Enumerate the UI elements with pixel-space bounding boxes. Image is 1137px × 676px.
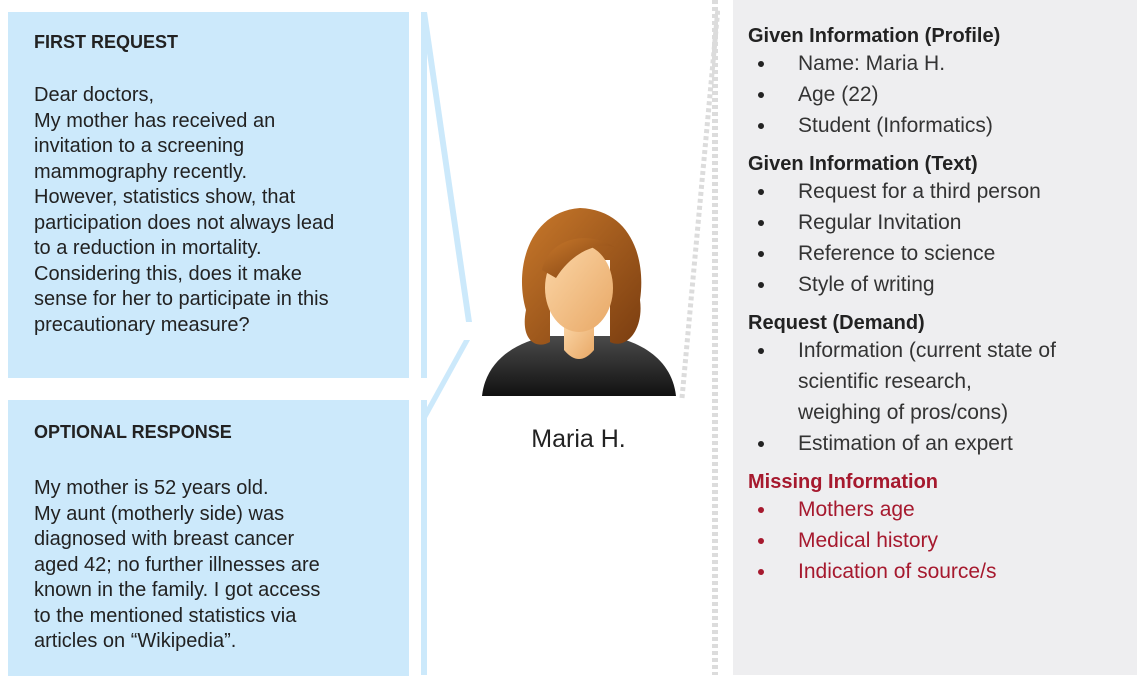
list-item: Estimation of an expert xyxy=(748,428,1137,459)
list-item: Mothers age xyxy=(748,494,1137,525)
list-item: Information (current state of scientific … xyxy=(748,335,1137,428)
bullet-icon xyxy=(758,348,764,354)
list-item: Reference to science xyxy=(748,238,1137,269)
list-item-label: Medical history xyxy=(798,529,939,552)
list-item: Regular Invitation xyxy=(748,207,1137,238)
list-item-label: Indication of source/s xyxy=(798,560,997,583)
first-request-line: My mother has received an xyxy=(34,109,276,132)
optional-response-line: articles on “Wikipedia”. xyxy=(34,630,237,652)
list-item: Age (22) xyxy=(748,79,1137,110)
optional-response-line: My aunt (motherly side) was xyxy=(34,502,285,525)
text-section-title: Given Information (Text) xyxy=(748,153,978,175)
list-item-label: Age (22) xyxy=(798,83,879,106)
first-request-title: FIRST REQUEST xyxy=(34,32,179,52)
text-list: Request for a third person Regular Invit… xyxy=(748,176,1137,300)
missing-section-title: Missing Information xyxy=(748,471,938,493)
bullet-icon xyxy=(758,569,764,575)
demand-section-title: Request (Demand) xyxy=(748,312,925,334)
list-item-label: Mothers age xyxy=(798,498,915,521)
bullet-icon xyxy=(758,61,764,67)
optional-response-line: to the mentioned statistics via xyxy=(34,604,297,627)
list-item-label: Reference to science xyxy=(798,242,996,265)
dotted-divider xyxy=(712,0,718,675)
list-item-label: Student (Informatics) xyxy=(798,114,993,137)
first-request-line: sense for her to participate in this xyxy=(34,288,329,310)
list-item-label: Information (current state of xyxy=(798,339,1056,362)
first-request-line: Considering this, does it make xyxy=(34,262,302,285)
persona-name: Maria H. xyxy=(531,425,626,453)
first-request-text: Dear doctors, My mother has received an … xyxy=(34,83,387,338)
avatar-icon xyxy=(482,208,676,396)
first-request-line: Dear doctors, xyxy=(34,84,155,106)
missing-list: Mothers age Medical history Indication o… xyxy=(748,494,1137,587)
optional-response-title: OPTIONAL RESPONSE xyxy=(34,422,232,442)
bullet-icon xyxy=(758,538,764,544)
dotted-connector xyxy=(679,7,720,399)
list-item: Student (Informatics) xyxy=(748,110,1137,141)
dotted-diagonal xyxy=(679,7,720,399)
bullet-icon xyxy=(758,123,764,129)
first-request-line: However, statistics show, that xyxy=(34,186,296,208)
bullet-icon xyxy=(758,441,764,447)
list-item-label: Style of writing xyxy=(798,273,935,296)
list-item-label: scientific research, xyxy=(798,370,972,393)
first-request-line: invitation to a screening xyxy=(34,135,245,157)
info-panel: Given Information (Profile) Name: Maria … xyxy=(733,0,1137,675)
optional-response-text: My mother is 52 years old. My aunt (moth… xyxy=(34,476,387,655)
list-item: Style of writing xyxy=(748,269,1137,300)
list-item-label: Request for a third person xyxy=(798,180,1041,203)
list-item: Indication of source/s xyxy=(748,556,1137,587)
profile-section-title: Given Information (Profile) xyxy=(748,25,1001,47)
list-item: Medical history xyxy=(748,525,1137,556)
first-request-box: FIRST REQUEST Dear doctors, My mother ha… xyxy=(8,12,409,378)
optional-connector xyxy=(421,340,470,418)
list-item-label: weighing of pros/cons) xyxy=(798,401,1009,424)
optional-response-line: My mother is 52 years old. xyxy=(34,477,269,499)
bullet-icon xyxy=(758,507,764,513)
first-request-line: precautionary measure? xyxy=(34,313,250,336)
connector-lines xyxy=(421,12,472,675)
list-item: Request for a third person xyxy=(748,176,1137,207)
first-connector xyxy=(421,12,472,322)
list-item: Name: Maria H. xyxy=(748,48,1137,79)
bullet-icon xyxy=(758,92,764,98)
list-item-label: Name: Maria H. xyxy=(798,52,946,75)
list-item-label: Regular Invitation xyxy=(798,211,962,234)
bullet-icon xyxy=(758,220,764,226)
optional-response-line: known in the family. I got access xyxy=(34,579,321,601)
bullet-icon xyxy=(758,282,764,288)
first-request-line: to a reduction in mortality. xyxy=(34,237,262,259)
list-item-label: Estimation of an expert xyxy=(798,432,1013,455)
demand-list: Information (current state of scientific … xyxy=(748,335,1137,459)
first-request-line: participation does not always lead xyxy=(34,211,335,234)
optional-response-line: aged 42; no further illnesses are xyxy=(34,553,320,576)
bullet-icon xyxy=(758,189,764,195)
optional-response-line: diagnosed with breast cancer xyxy=(34,528,295,550)
first-box-edge xyxy=(421,12,427,378)
optional-response-box: OPTIONAL RESPONSE My mother is 52 years … xyxy=(8,400,409,676)
profile-list: Name: Maria H. Age (22) Student (Informa… xyxy=(748,48,1137,141)
bullet-icon xyxy=(758,251,764,257)
first-request-line: mammography recently. xyxy=(34,160,248,183)
optional-box-edge xyxy=(421,400,427,675)
